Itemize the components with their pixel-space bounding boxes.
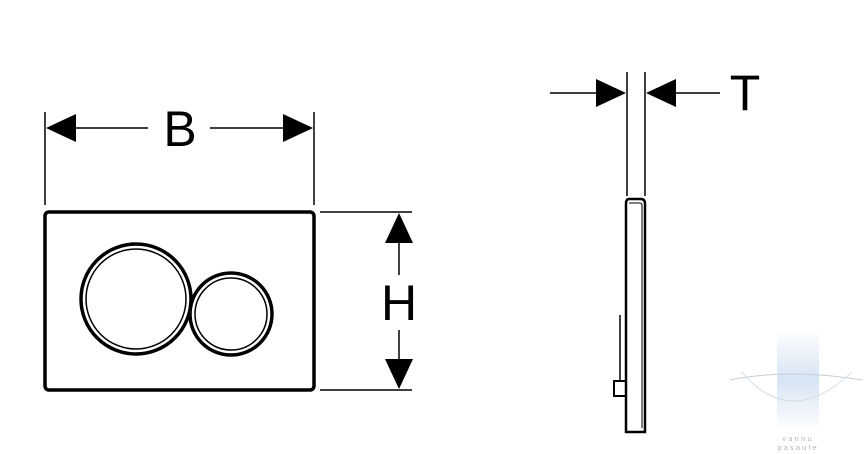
thickness-arrow-left	[596, 79, 626, 107]
width-label: B	[163, 101, 196, 157]
large-flush-button-outer	[79, 242, 193, 356]
height-dimension: H	[320, 211, 417, 391]
thickness-label: T	[730, 65, 761, 121]
small-flush-button-inner	[194, 277, 268, 351]
front-view	[43, 210, 316, 392]
side-profile-inner-edge	[629, 202, 643, 428]
width-dimension: B	[44, 101, 315, 205]
watermark-arc	[741, 371, 853, 402]
height-arrow-bottom	[385, 359, 413, 389]
thickness-arrow-right	[646, 79, 676, 107]
flush-plate-front	[43, 210, 316, 392]
height-arrow-top	[385, 213, 413, 243]
height-label: H	[381, 275, 417, 331]
watermark-text-2: pasaule	[777, 444, 818, 452]
small-flush-button-outer	[188, 271, 274, 357]
watermark-bar	[777, 330, 819, 430]
watermark-text-1: vannu	[782, 435, 814, 443]
large-flush-button-inner	[85, 248, 187, 350]
flush-plate-side-profile	[624, 197, 647, 434]
width-arrow-left	[46, 114, 76, 142]
watermark-logo: vannu pasaule	[729, 330, 863, 452]
thickness-dimension: T	[550, 65, 760, 121]
mounting-tab	[613, 380, 627, 397]
width-arrow-right	[283, 114, 313, 142]
side-view	[613, 72, 647, 434]
